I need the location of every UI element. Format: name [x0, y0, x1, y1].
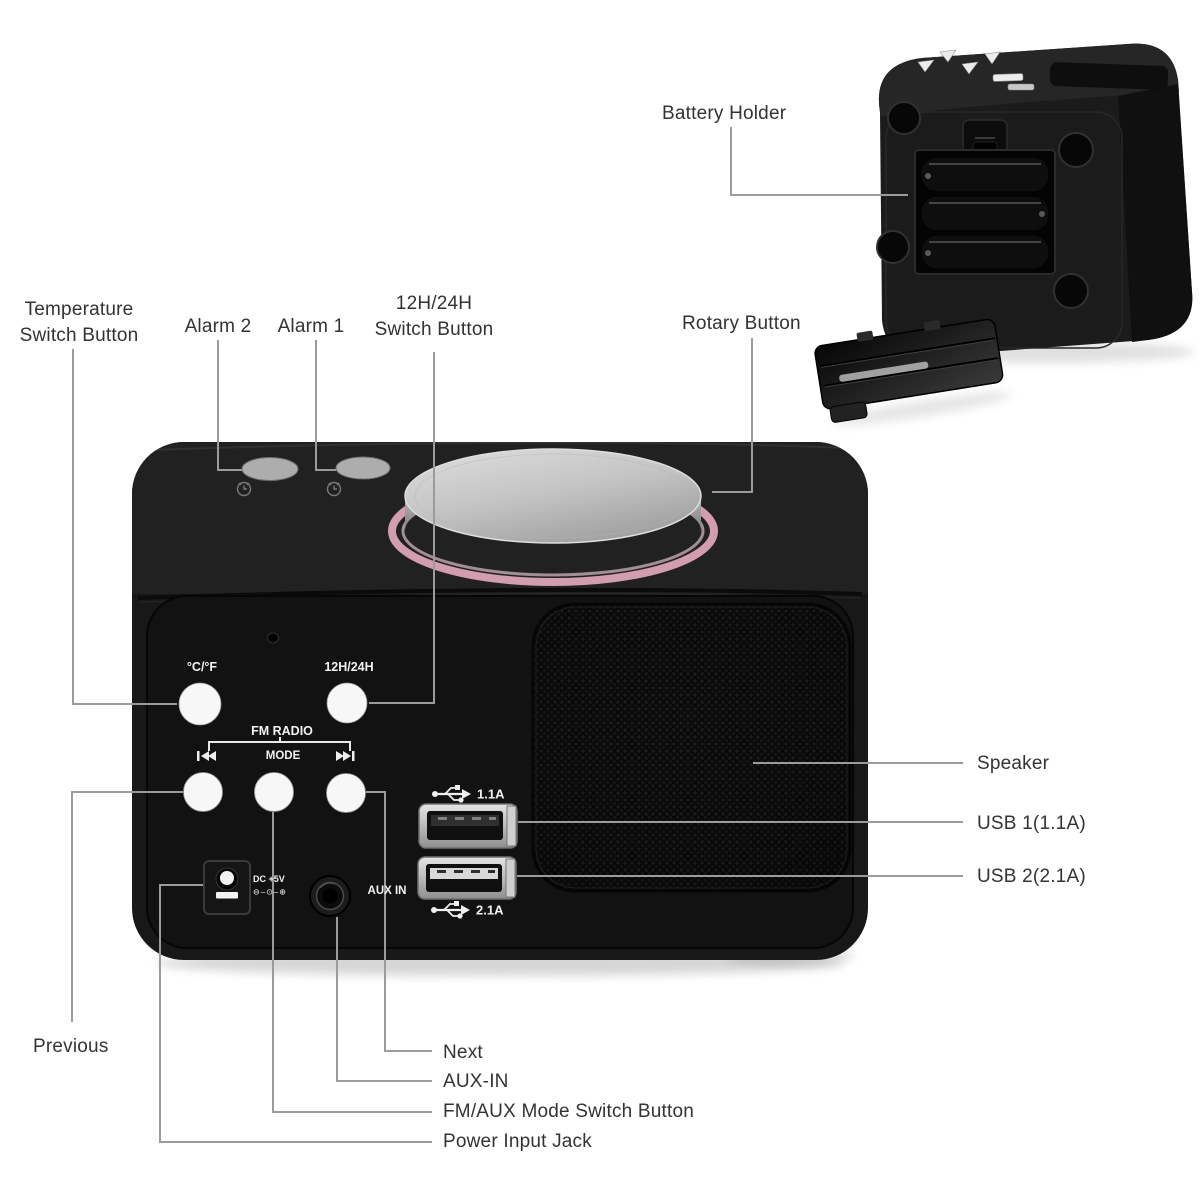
top-button-triangle-icon: [917, 59, 935, 73]
top-button-triangle-icon: [984, 51, 1001, 65]
next-track-icon: [336, 751, 355, 761]
alarm2-callout-line: [217, 340, 242, 471]
usb2-current-marking: 2.1A: [476, 902, 504, 918]
cover-highlight: [839, 361, 929, 382]
next-button: [326, 773, 366, 813]
battery-holder-label: Battery Holder: [662, 103, 787, 124]
usb2-label: USB 2(2.1A): [977, 866, 1086, 887]
usb-icon: [431, 901, 470, 919]
top-control-buttons: [917, 49, 1035, 91]
fm-radio-bracket: [208, 737, 351, 751]
mode-marking: MODE: [265, 750, 301, 762]
hour-switch-button: [326, 682, 368, 724]
aux-in-label: AUX-IN: [443, 1071, 509, 1092]
hour-switch-label: 12H/24H Switch Button: [375, 291, 494, 343]
temp-unit-marking: °C/°F: [186, 660, 218, 674]
alarm-clock-icon: [236, 481, 252, 497]
rubber-feet: [876, 101, 1094, 309]
usb-port-1: [418, 803, 518, 849]
batteries: [920, 156, 1050, 270]
fm-aux-label: FM/AUX Mode Switch Button: [443, 1101, 695, 1122]
temp-switch-button: [178, 682, 222, 726]
rotary-button-label: Rotary Button: [682, 313, 801, 334]
top-slot-button: [992, 73, 1024, 82]
temperature-label-line1: Temperature: [24, 299, 134, 320]
previous-button: [183, 772, 223, 812]
foot: [1058, 132, 1094, 168]
previous-callout-line: [71, 791, 183, 1022]
fm-aux-callout-line: [272, 812, 432, 1113]
alarm-clock-icon: [326, 481, 342, 497]
alarm2-button: [241, 457, 299, 481]
aux-in-jack: [309, 875, 351, 917]
battery-callout-line: [730, 127, 908, 196]
temperature-label-line2: Switch Button: [19, 325, 139, 346]
aux-in-callout-line: [336, 917, 432, 1082]
alarm1-label: Alarm 1: [277, 316, 345, 337]
previous-label: Previous: [33, 1036, 109, 1057]
top-button-triangle-icon: [939, 49, 957, 63]
top-slot-button: [1007, 83, 1035, 91]
hour-switch-label-line2: Switch Button: [374, 319, 494, 340]
back-device-top-face: [878, 43, 1179, 116]
main-device: [132, 442, 868, 976]
rotary-knob: [388, 448, 718, 586]
fm-radio-marking: FM RADIO: [251, 724, 313, 738]
alarm1-button: [335, 456, 391, 480]
hour-switch-label-line1: 12H/24H: [395, 293, 473, 314]
previous-track-icon: [197, 751, 216, 761]
back-device-side-face: [1118, 84, 1193, 342]
callout-lines: [71, 127, 963, 1143]
top-display-window: [1049, 62, 1169, 90]
mode-button: [254, 772, 294, 812]
knob-top: [404, 448, 702, 544]
next-callout-line: [366, 791, 432, 1052]
temperature-label: Temperature Switch Button: [20, 297, 139, 349]
hour-format-marking: 12H/24H: [324, 660, 374, 674]
usb1-current-marking: 1.1A: [477, 786, 505, 802]
speaker-grille: [531, 602, 852, 893]
foot: [876, 230, 910, 264]
next-label: Next: [443, 1042, 483, 1063]
power-input-jack: [203, 860, 251, 915]
usb-port-2: [417, 856, 517, 900]
alarm1-callout-line: [315, 340, 336, 471]
back-view-device: [876, 43, 1195, 363]
speaker-label: Speaker: [977, 753, 1050, 774]
dc-voltage-marking: DC +5V: [253, 874, 285, 884]
aux-in-marking: AUX IN: [367, 885, 407, 897]
battery-cover: [814, 318, 1013, 426]
dc-polarity-marking: ⊖–⊙–⊕: [253, 887, 288, 897]
cover-tab: [856, 330, 874, 342]
top-front-seam: [137, 587, 863, 600]
foot: [887, 101, 921, 135]
bottom-face-seam: [885, 111, 1123, 349]
rotary-callout-line: [712, 338, 753, 493]
cover-tab: [923, 320, 941, 331]
usb1-label: USB 1(1.1A): [977, 813, 1086, 834]
cover-latch-tab: [829, 401, 868, 423]
alarm2-label: Alarm 2: [184, 316, 252, 337]
power-label: Power Input Jack: [443, 1131, 592, 1152]
top-button-triangle-icon: [961, 61, 979, 75]
foot: [1053, 273, 1089, 309]
mic-hole: [267, 632, 279, 644]
power-callout-line: [159, 884, 432, 1143]
hour-switch-callout-line: [369, 352, 435, 704]
battery-holder: [914, 149, 1056, 275]
temperature-callout-line: [72, 349, 177, 705]
usb-icon: [432, 785, 471, 803]
